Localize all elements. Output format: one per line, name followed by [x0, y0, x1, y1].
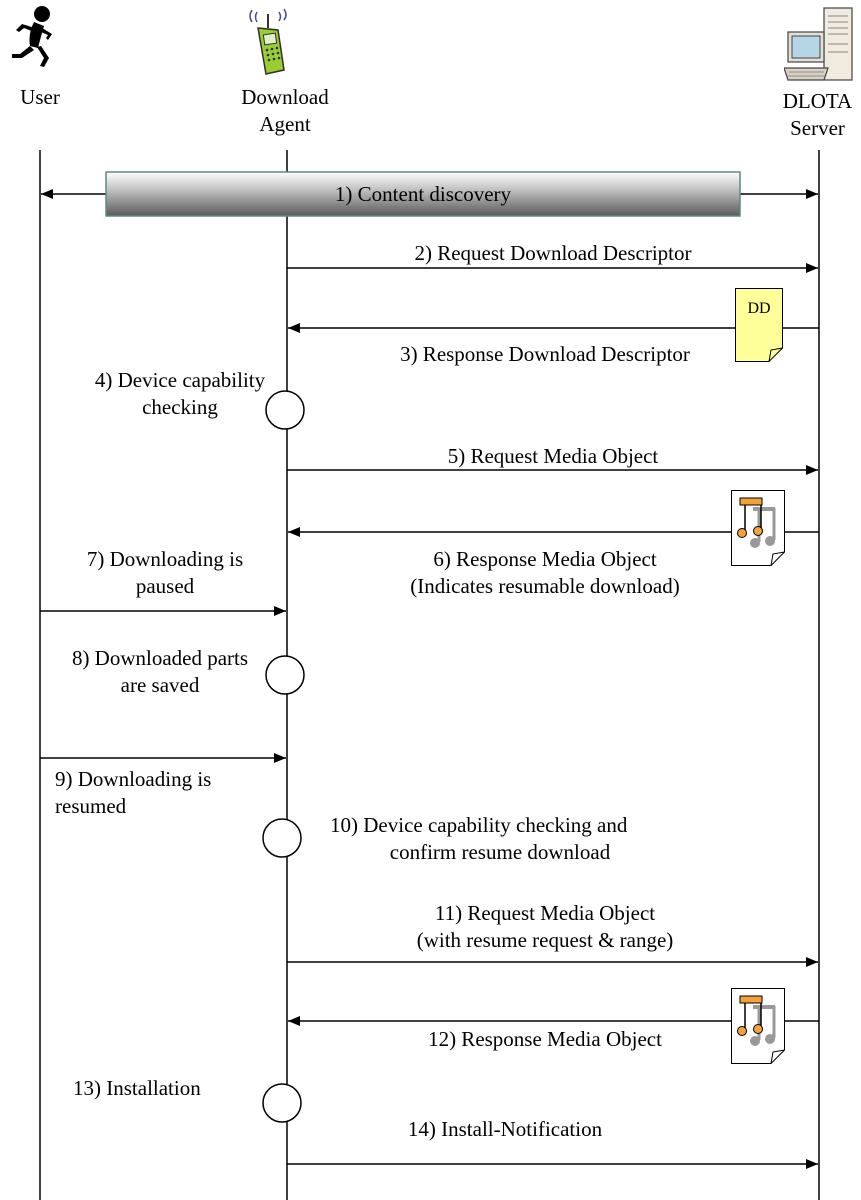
- mobile-phone-icon: [249, 8, 287, 75]
- request-media-range-label: 11) Request Media Object (with resume re…: [330, 900, 760, 954]
- capability-check-line-2: checking: [142, 395, 218, 419]
- running-person-icon: [12, 6, 52, 67]
- content-discovery-label: 1) Content discovery: [334, 182, 512, 206]
- response-dd-label: 3) Response Download Descriptor: [400, 342, 690, 366]
- participant-agent-label: Download Agent: [205, 84, 365, 138]
- download-descriptor-note: DD: [735, 288, 783, 362]
- resumed-line-1: 9) Downloading is: [55, 767, 212, 791]
- resumed-line-2: resumed: [55, 794, 127, 818]
- parts-saved-line-2: are saved: [120, 673, 200, 697]
- activity-circle-capability: [265, 390, 305, 430]
- server-label-line-1: DLOTA: [782, 89, 853, 113]
- parts-saved-line-1: 8) Downloaded parts: [71, 646, 249, 670]
- agent-label-line-1: Download: [241, 85, 329, 109]
- install-notification-label: 14) Install-Notification: [407, 1117, 603, 1141]
- confirm-resume-line-2: confirm resume download: [389, 840, 611, 864]
- confirm-resume-label: 10) Device capability checking and confi…: [330, 812, 750, 866]
- activity-circle-confirm: [262, 818, 302, 858]
- activity-circle-saved: [265, 655, 305, 695]
- parts-saved-label: 8) Downloaded parts are saved: [40, 645, 280, 699]
- paused-label: 7) Downloading is paused: [50, 546, 280, 600]
- activity-circle-install: [262, 1083, 302, 1123]
- note-shape: [735, 288, 783, 362]
- confirm-resume-line-1: 10) Device capability checking and: [330, 813, 628, 837]
- paused-line-2: paused: [135, 574, 195, 598]
- music-file-icon: [731, 490, 785, 566]
- response-media-line-2: (Indicates resumable download): [410, 574, 680, 598]
- agent-label-line-2: Agent: [259, 112, 311, 136]
- participant-server-label: DLOTA Server: [770, 88, 861, 142]
- response-media-line-1: 6) Response Media Object: [433, 547, 657, 571]
- participant-user-label: User: [20, 85, 60, 109]
- request-dd-label: 2) Request Download Descriptor: [414, 241, 692, 265]
- request-media-range-line-2: (with resume request & range): [416, 928, 674, 952]
- discovery-banner: [105, 171, 741, 217]
- capability-check-label: 4) Device capability checking: [60, 367, 300, 421]
- desktop-computer-icon: [784, 7, 853, 81]
- capability-check-line-1: 4) Device capability: [94, 368, 266, 392]
- response-media-2-label: 12) Response Media Object: [428, 1027, 662, 1051]
- paused-line-1: 7) Downloading is: [86, 547, 244, 571]
- installation-label: 13) Installation: [73, 1076, 201, 1100]
- server-label-line-2: Server: [790, 116, 845, 140]
- music-file-icon: [731, 988, 785, 1064]
- dd-label: DD: [747, 300, 771, 317]
- response-media-label: 6) Response Media Object (Indicates resu…: [340, 546, 750, 600]
- request-media-range-line-1: 11) Request Media Object: [434, 901, 656, 925]
- request-media-label: 5) Request Media Object: [447, 444, 659, 468]
- resumed-label: 9) Downloading is resumed: [55, 766, 285, 820]
